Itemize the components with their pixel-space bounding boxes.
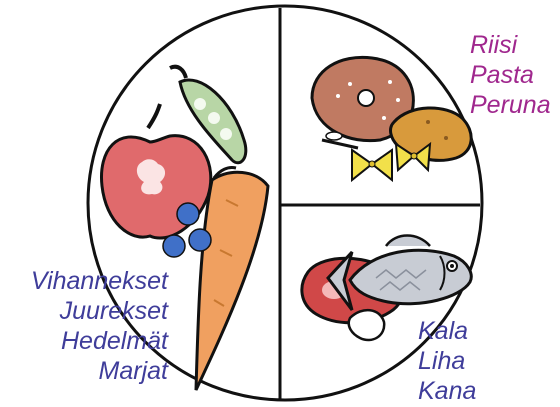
- meat-label: Liha: [418, 346, 508, 376]
- fish-label: Kala: [418, 316, 508, 346]
- rice-label: Riisi: [470, 30, 560, 60]
- vegetables-label: Vihannekset: [8, 266, 168, 296]
- fruits-label: Hedelmät: [8, 326, 168, 356]
- chicken-label: Kana: [418, 376, 508, 406]
- carbohydrates-label-group: Riisi Pasta Peruna: [470, 30, 560, 120]
- potato-label: Peruna: [470, 90, 560, 120]
- root-vegetables-label: Juurekset: [8, 296, 168, 326]
- berries-label: Marjat: [8, 356, 168, 386]
- protein-label-group: Kala Liha Kana: [418, 316, 508, 406]
- pasta-label: Pasta: [470, 60, 560, 90]
- vegetables-label-group: Vihannekset Juurekset Hedelmät Marjat: [8, 266, 168, 386]
